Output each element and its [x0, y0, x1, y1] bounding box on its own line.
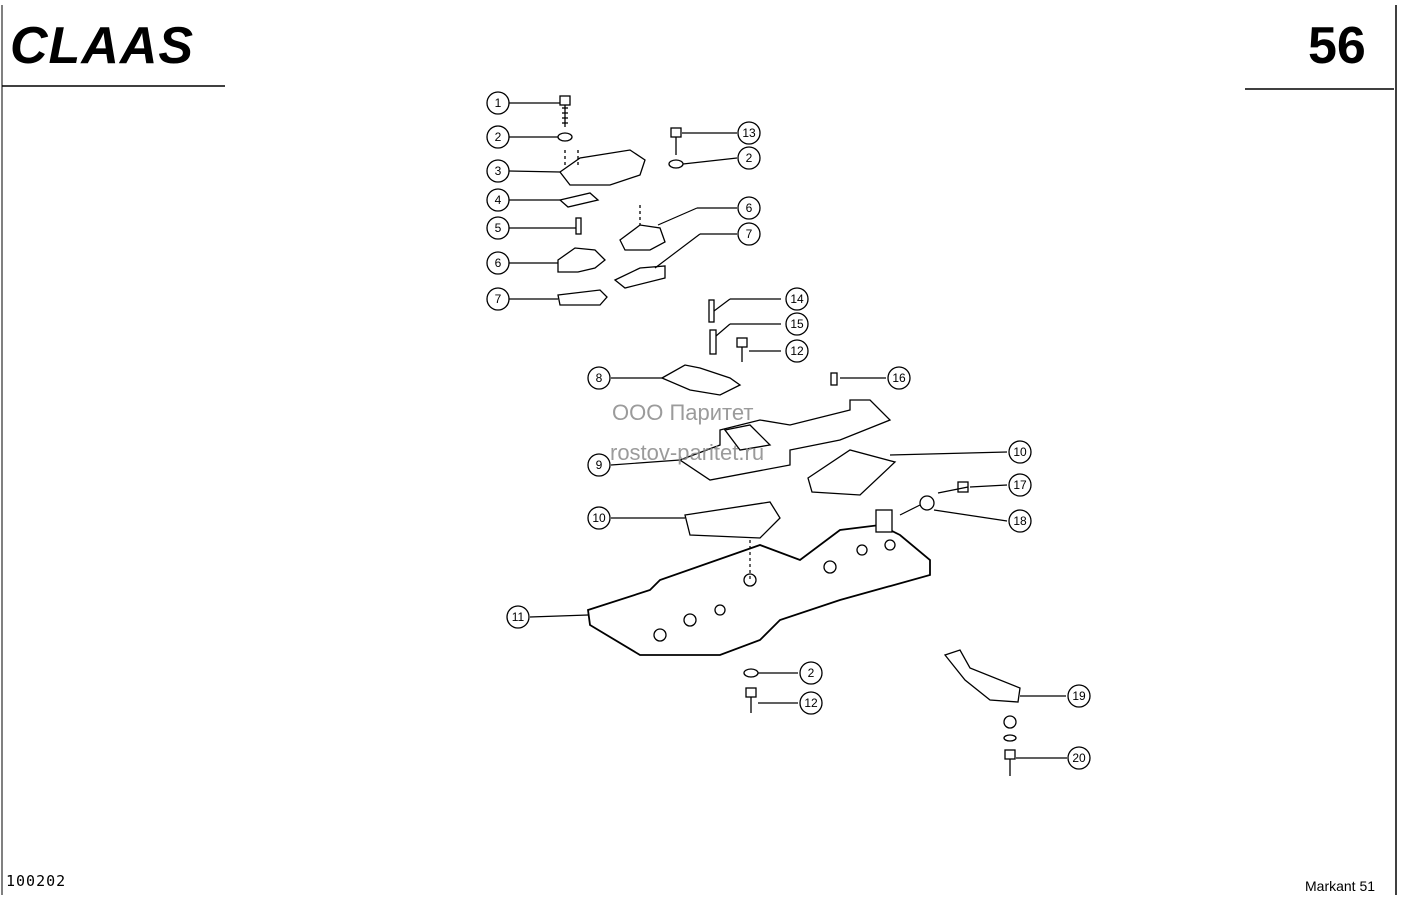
- callout-labels: 1 2 3 4 5 6 7 13 2 6 7 14 15 12 8 16 9 1…: [495, 96, 1086, 765]
- callout-9: 9: [596, 458, 603, 472]
- part-bolt-12b: [745, 687, 757, 713]
- model-name: Markant 51: [1305, 878, 1376, 894]
- callout-17: 17: [1013, 478, 1027, 492]
- callout-20: 20: [1072, 751, 1086, 765]
- claas-logo: CLAAS: [10, 17, 195, 75]
- part-block-6b: [619, 224, 666, 251]
- part-frame-9: [678, 399, 892, 481]
- part-bolt-12a: [736, 337, 748, 362]
- callout-11: 11: [512, 610, 525, 624]
- part-nipple-16: [830, 372, 838, 386]
- callout-7: 7: [495, 292, 502, 306]
- watermark-url: rostov-paritet.ru: [610, 440, 765, 465]
- part-washer-2c: [743, 668, 759, 678]
- watermark-company: ООО Паритет: [612, 400, 754, 425]
- callout-4: 4: [495, 193, 502, 207]
- callout-16: 16: [892, 371, 906, 385]
- part-bracket-3: [559, 149, 646, 186]
- part-plate-7a: [557, 289, 608, 306]
- callout-8: 8: [596, 371, 603, 385]
- callout-19: 19: [1072, 689, 1086, 703]
- part-plate-7b: [613, 265, 666, 289]
- part-washer-2: [557, 132, 573, 142]
- page-number: 56: [1308, 17, 1366, 75]
- callout-5: 5: [495, 221, 502, 235]
- part-bolt-20: [1004, 749, 1016, 776]
- part-washer-2b: [668, 159, 684, 169]
- part-spring-19: [943, 649, 1021, 703]
- callout-6b: 6: [746, 201, 753, 215]
- part-pin-14: [708, 299, 715, 323]
- part-nut-18: [919, 495, 935, 511]
- callout-10: 10: [1013, 445, 1027, 459]
- leader-lines: [508, 102, 1067, 759]
- part-pin-5: [575, 217, 582, 235]
- callout-2c: 2: [808, 666, 815, 680]
- callout-7b: 7: [746, 227, 753, 241]
- callout-circles: [486, 91, 1091, 770]
- document-code: 100202: [6, 872, 67, 890]
- part-bolt-17: [937, 481, 969, 494]
- part-pin-15: [709, 329, 717, 355]
- part-clamp-8: [660, 364, 742, 396]
- callout-3: 3: [495, 164, 502, 178]
- part-block-6a: [557, 247, 606, 273]
- callout-2: 2: [495, 130, 502, 144]
- callout-10b: 10: [592, 511, 606, 525]
- part-slide-10b: [684, 501, 781, 539]
- callout-12: 12: [790, 344, 804, 358]
- callout-15: 15: [790, 317, 804, 331]
- callout-18: 18: [1013, 514, 1027, 528]
- callout-6: 6: [495, 256, 502, 270]
- part-bolt-13: [670, 127, 682, 155]
- callout-12b: 12: [804, 696, 818, 710]
- part-bolt-1: [559, 95, 571, 127]
- callout-2b: 2: [746, 151, 753, 165]
- part-slide-10a: [807, 449, 897, 496]
- part-baseplate-11: [587, 524, 931, 656]
- callout-14: 14: [790, 292, 804, 306]
- callout-1: 1: [495, 96, 502, 110]
- part-plate-4: [558, 192, 600, 208]
- callout-13: 13: [742, 126, 756, 140]
